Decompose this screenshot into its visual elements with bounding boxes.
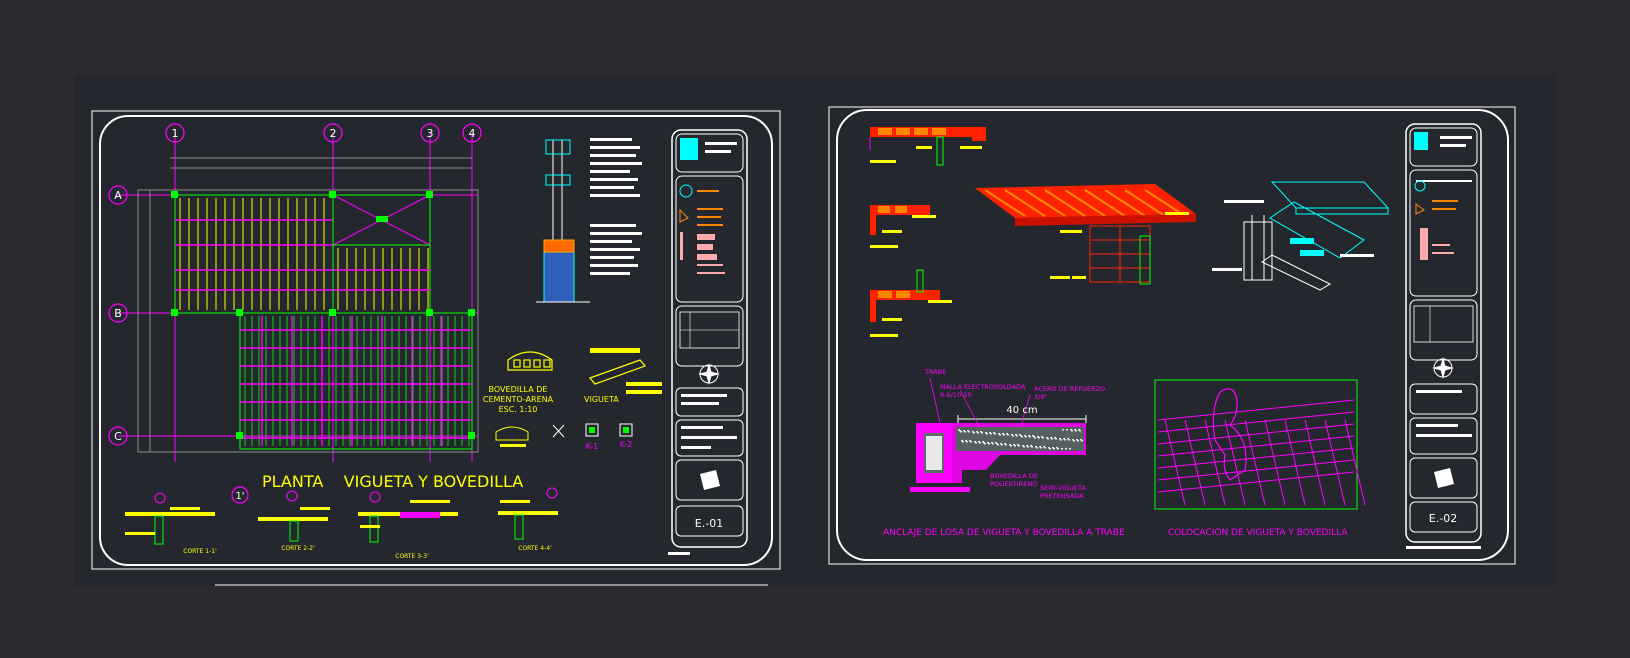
- placement-illustration: [1154, 379, 1366, 510]
- bovedilla-profile-small: [495, 426, 529, 447]
- isometric-slab-detail: [975, 184, 1196, 285]
- bovedilla-label-line3: ESC. 1:10: [499, 405, 538, 414]
- grid-bubbles-columns: [165, 123, 482, 143]
- caption-placement: COLOCACION DE VIGUETA Y BOVEDILLA: [1168, 528, 1348, 538]
- detail-top-left: [869, 127, 986, 337]
- k1-label: K-1: [586, 442, 598, 451]
- sheet-1[interactable]: 1 2 3 4 A B C: [91, 110, 781, 586]
- plan-title: PLANTA VIGUETA Y BOVEDILLA: [262, 472, 523, 491]
- title-block-2: [1405, 123, 1482, 549]
- semivigueta-line2: PRETENSADA: [1040, 492, 1084, 500]
- grid-label-b: B: [114, 307, 122, 320]
- grid-label-3: 3: [427, 127, 434, 140]
- anchorage-section: [910, 377, 1087, 492]
- axis-label-bottom: 1': [235, 491, 244, 502]
- caption-anchorage: ANCLAJE DE LOSA DE VIGUETA Y BOVEDILLA A…: [883, 528, 1125, 538]
- sheet-number-1: E.-01: [695, 517, 723, 530]
- section-cut-details: [125, 487, 558, 545]
- corte-label-1: CORTE 1-1': [183, 548, 217, 555]
- bovedilla-label-line1: BOVEDILLA DE: [489, 385, 548, 394]
- malla-label-line2: 6-6/10-10: [940, 391, 972, 399]
- title-block-1: [668, 129, 748, 555]
- slab-panel-upper-left: [174, 194, 334, 314]
- bovedilla-poli-line1: BOVEDILLA DE: [990, 472, 1038, 480]
- axis-bubble-bottom: [231, 486, 249, 504]
- malla-label-line1: MALLA ELECTROSOLDADA: [940, 383, 1026, 391]
- wall-section-detail: [536, 139, 590, 303]
- grid-label-2: 2: [330, 127, 337, 140]
- acero-label-line2: 3/8": [1034, 393, 1047, 401]
- trabe-label: TRABE: [924, 368, 946, 376]
- vigueta-icon: [588, 348, 662, 394]
- sheet-2-outer-border: [828, 106, 1516, 565]
- corte-label-4: CORTE 4-4': [518, 545, 552, 552]
- grid-label-4: 4: [469, 127, 476, 140]
- sheet-1-outer-border: [91, 110, 781, 570]
- grid-label-1: 1: [172, 127, 179, 140]
- grid-label-c: C: [114, 430, 122, 443]
- k2-label: K-2: [620, 440, 632, 449]
- sheet-number-2: E.-02: [1429, 512, 1457, 525]
- bovedilla-label-line2: CEMENTO-ARENA: [483, 395, 554, 404]
- columns: [171, 191, 475, 439]
- k-sections: [552, 423, 633, 438]
- dimension-label: 40 cm: [1006, 405, 1037, 416]
- slab-panel-lower: [239, 312, 473, 450]
- bovedilla-block-icon: [507, 351, 553, 371]
- corte-label-2: CORTE 2-2': [281, 545, 315, 552]
- sheet-2[interactable]: TRABE MALLA ELECTROSOLDADA 6-6/10-10 ACE…: [828, 106, 1516, 565]
- semivigueta-line1: SEMI-VIGUETA: [1040, 484, 1086, 492]
- vigueta-label: VIGUETA: [584, 395, 619, 404]
- bovedilla-poli-line2: POLIESTIRENO: [990, 480, 1037, 488]
- sheet-1-rounded-frame: [99, 115, 773, 566]
- isometric-anchorage-detail: [1212, 181, 1390, 291]
- grid-label-a: A: [114, 189, 122, 202]
- acero-label-line1: ACERO DE REFUERZO: [1034, 385, 1105, 393]
- grid-bubbles-rows: [108, 185, 128, 446]
- general-notes: [590, 138, 642, 275]
- sheet-2-rounded-frame: [836, 109, 1509, 561]
- corte-label-3: CORTE 3-3': [395, 553, 429, 560]
